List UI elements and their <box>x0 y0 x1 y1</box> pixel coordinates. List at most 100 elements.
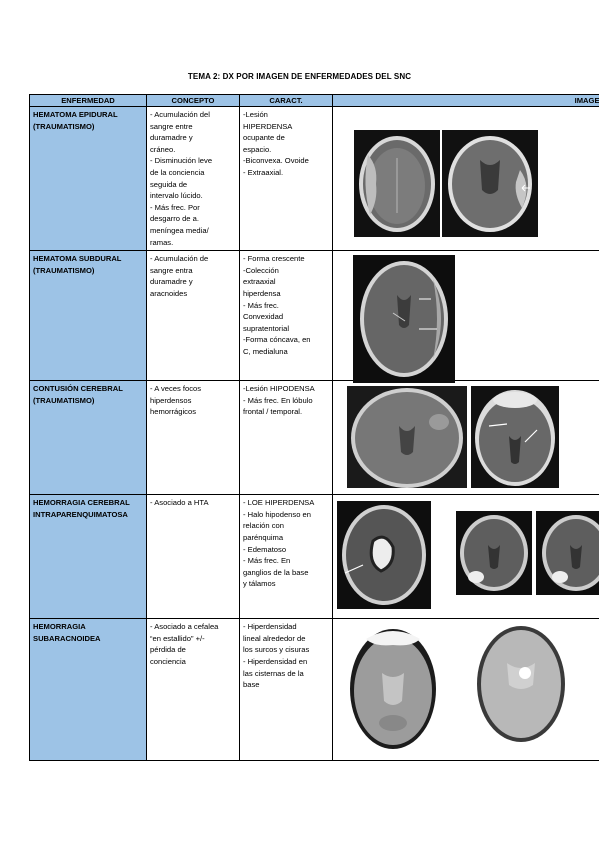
cell-caract: - LOE HIPERDENSA - Halo hipodenso en rel… <box>239 494 333 620</box>
cell-imagen <box>332 250 599 384</box>
text-line: HEMORRAGIA CEREBRAL <box>33 498 130 508</box>
ct-scan-image <box>354 130 440 237</box>
cell-enfermedad: HEMORRAGIA CEREBRAL INTRAPARENQUIMATOSA <box>29 494 147 620</box>
text-line: los surcos y cisuras <box>243 645 310 655</box>
text-line: -Forma cóncava, en <box>243 335 311 345</box>
text-line: (TRAUMATISMO) <box>33 121 95 131</box>
text-line: - Asociado a HTA <box>150 498 209 508</box>
cell-caract: -Lesión HIPODENSA - Más frec. En lóbulo … <box>239 380 333 496</box>
header-imagen: IMAGEN <box>332 94 599 107</box>
ct-scan-image <box>471 386 559 489</box>
text-line: HEMORRAGIA <box>33 622 86 632</box>
text-line: conciencia <box>150 656 186 666</box>
text-line: extraaxial <box>243 277 276 287</box>
text-line: - Extraaxial. <box>243 167 284 177</box>
text-line: - A veces focos <box>150 384 202 394</box>
cell-concepto: - Asociado a HTA <box>146 494 240 620</box>
text-line: (TRAUMATISMO) <box>33 265 95 275</box>
text-line: - Disminución leve <box>150 156 213 166</box>
text-line: - Acumulación del <box>150 110 210 119</box>
cell-caract: -Lesión HIPERDENSA ocupante de espacio. … <box>239 105 333 252</box>
text-line: CONTUSIÓN CEREBRAL <box>33 384 123 394</box>
text-line: ganglios de la base <box>243 567 309 577</box>
text-line: aracnoides <box>150 288 188 298</box>
text-line: desgarro de a. <box>150 214 199 224</box>
text-line: HEMATOMA SUBDURAL <box>33 254 122 264</box>
ct-scan-image <box>346 623 440 758</box>
text-line: relación con <box>243 521 284 531</box>
text-line: Convexidad <box>243 312 284 322</box>
text-line: -Lesión <box>243 110 268 119</box>
text-line: hiperdensos <box>150 395 192 405</box>
text-line: - Hiperdensidad en <box>243 656 308 666</box>
text-line: pérdida de <box>150 645 186 655</box>
text-line: - Más frec. <box>243 300 279 310</box>
ct-scan-image <box>456 511 532 596</box>
text-line: - Forma crescente <box>243 254 305 264</box>
cell-enfermedad: HEMATOMA EPIDURAL (TRAUMATISMO) <box>29 105 147 252</box>
text-line: supratentorial <box>243 323 290 333</box>
text-line: -Lesión HIPODENSA <box>243 384 315 394</box>
cell-enfermedad: CONTUSIÓN CEREBRAL (TRAUMATISMO) <box>29 380 147 496</box>
text-line: duramadre y <box>150 133 193 143</box>
cell-concepto: - Acumulación de sangre entra duramadre … <box>146 250 240 382</box>
ct-scan-image <box>337 501 431 610</box>
text-line: de la conciencia <box>150 167 205 177</box>
page-title: TEMA 2: DX POR IMAGEN DE ENFERMEDADES DE… <box>187 72 412 81</box>
ct-scan-image <box>442 130 538 237</box>
table-row: HEMORRAGIA SUBARACNOIDEA - Asociado a ce… <box>29 618 599 762</box>
table-row: CONTUSIÓN CEREBRAL (TRAUMATISMO) - A vec… <box>29 380 599 496</box>
text-line: - Halo hipodenso en <box>243 509 311 519</box>
text-line: base <box>243 680 260 690</box>
text-line: HIPERDENSA <box>243 121 293 131</box>
table-header-row: ENFERMEDAD CONCEPTO CARACT. IMAGEN <box>29 94 599 107</box>
text-line: parénquima <box>243 532 284 542</box>
text-line: - Acumulación de <box>150 254 209 264</box>
table-row: HEMATOMA SUBDURAL (TRAUMATISMO) - Acumul… <box>29 250 599 384</box>
header-caract: CARACT. <box>239 94 333 107</box>
text-line: frontal / temporal. <box>243 407 303 417</box>
cell-imagen <box>332 105 599 252</box>
cell-caract: - Hiperdensidad lineal alrededor de los … <box>239 618 333 762</box>
ct-scan-image <box>473 623 569 746</box>
text-line: -Colección <box>243 265 279 275</box>
cell-enfermedad: HEMATOMA SUBDURAL (TRAUMATISMO) <box>29 250 147 382</box>
table-row: HEMATOMA EPIDURAL (TRAUMATISMO) - Acumul… <box>29 105 599 252</box>
cell-concepto: - Asociado a cefalea “en estallido” +/- … <box>146 618 240 762</box>
text-line: ramas. <box>150 237 174 247</box>
cell-imagen <box>332 380 599 496</box>
text-line: meníngea media/ <box>150 225 209 235</box>
ct-scan-image <box>347 386 467 489</box>
table-row: HEMORRAGIA CEREBRAL INTRAPARENQUIMATOSA … <box>29 494 599 620</box>
header-concepto: CONCEPTO <box>146 94 240 107</box>
text-line: - Más frec. En lóbulo <box>243 395 313 405</box>
header-enfermedad: ENFERMEDAD <box>29 94 147 107</box>
ct-scan-image <box>353 255 455 384</box>
text-line: - Edematoso <box>243 544 287 554</box>
text-line: ocupante de <box>243 133 285 143</box>
text-line: SUBARACNOIDEA <box>33 633 101 643</box>
cell-concepto: - A veces focos hiperdensos hemorrágicos <box>146 380 240 496</box>
text-line: y tálamos <box>243 579 276 589</box>
text-line: C, medialuna <box>243 346 288 356</box>
text-line: - Hiperdensidad <box>243 622 297 632</box>
text-line: - Asociado a cefalea <box>150 622 219 632</box>
text-line: sangre entre <box>150 121 193 131</box>
text-line: intervalo lúcido. <box>150 191 203 201</box>
text-line: lineal alrededor de <box>243 633 306 643</box>
text-line: - LOE HIPERDENSA <box>243 498 315 508</box>
text-line: - Más frec. En <box>243 556 291 566</box>
text-line: seguida de <box>150 179 188 189</box>
text-line: sangre entra <box>150 265 193 275</box>
text-line: duramadre y <box>150 277 193 287</box>
text-line: hiperdensa <box>243 288 281 298</box>
text-line: INTRAPARENQUIMATOSA <box>33 509 128 519</box>
diagnosis-table: ENFERMEDAD CONCEPTO CARACT. IMAGEN HEMAT… <box>29 94 599 762</box>
cell-caract: - Forma crescente -Colección extraaxial … <box>239 250 333 382</box>
text-line: cráneo. <box>150 144 176 154</box>
cell-imagen <box>332 494 599 620</box>
text-line: (TRAUMATISMO) <box>33 395 95 405</box>
text-line: -Biconvexa. Ovoide <box>243 156 309 166</box>
text-line: “en estallido” +/- <box>150 633 205 643</box>
text-line: - Más frec. Por <box>150 202 200 212</box>
